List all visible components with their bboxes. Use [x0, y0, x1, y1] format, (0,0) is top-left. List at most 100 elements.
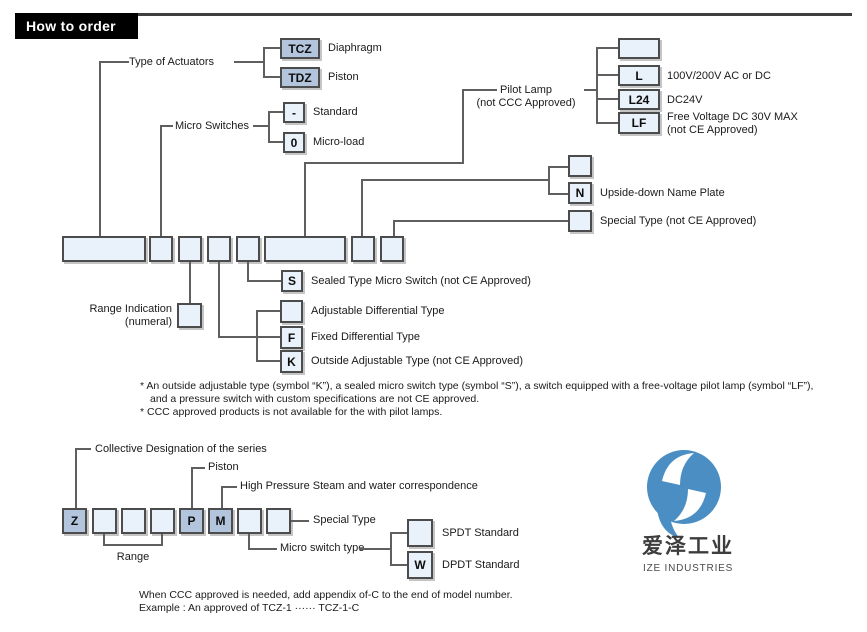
- connector-line: [191, 467, 193, 508]
- series-box-range-3: [150, 508, 175, 534]
- code-outside-k: K: [280, 350, 303, 373]
- code-tdz: TDZ: [280, 67, 320, 88]
- steam-label: High Pressure Steam and water correspond…: [240, 480, 478, 492]
- connector-line: [462, 89, 497, 91]
- code-sealed-s: S: [281, 270, 303, 292]
- connector-line: [75, 448, 91, 450]
- connector-line: [99, 61, 129, 63]
- connector-line: [247, 280, 281, 282]
- series-box-z: Z: [62, 508, 87, 534]
- connector-line: [256, 310, 280, 312]
- standard-desc: Standard: [313, 106, 358, 118]
- connector-line: [359, 548, 390, 550]
- connector-line: [304, 162, 306, 236]
- outside-desc: Outside Adjustable Type (not CE Approved…: [311, 355, 523, 367]
- spdt-desc: SPDT Standard: [442, 527, 519, 539]
- code-fixed-f: F: [280, 326, 303, 349]
- connector-line: [221, 486, 223, 508]
- connector-line: [584, 89, 596, 91]
- connector-line: [393, 220, 568, 222]
- connector-line: [218, 336, 280, 338]
- code-tcz: TCZ: [280, 38, 320, 59]
- code-box-special: [380, 236, 404, 262]
- connector-line: [103, 534, 105, 545]
- adjustable-desc: Adjustable Differential Type: [311, 305, 445, 317]
- connector-line: [221, 486, 237, 488]
- connector-line: [234, 61, 263, 63]
- connector-line: [548, 193, 568, 195]
- code-box-name-plate: [351, 236, 375, 262]
- connector-line: [548, 166, 568, 168]
- micro-load-desc: Micro-load: [313, 136, 365, 148]
- code-box-micro-switch: [149, 236, 173, 262]
- series-box-m: M: [208, 508, 233, 534]
- pilot-lamp-sub: (not CCC Approved): [476, 97, 576, 109]
- series-box-range-2: [121, 508, 146, 534]
- connector-line: [596, 47, 598, 124]
- logo-text-en: IZE INDUSTRIES: [643, 563, 734, 574]
- pilot-lf-desc: Free Voltage DC 30V MAX: [667, 111, 798, 123]
- connector-line: [596, 74, 618, 76]
- connector-line: [268, 111, 270, 143]
- connector-line: [304, 162, 464, 164]
- code-adjustable-blank: [280, 300, 303, 323]
- connector-line: [361, 179, 550, 181]
- code-pilot-l: L: [618, 65, 660, 86]
- range-indication-sub: (numeral): [124, 316, 172, 328]
- pilot-lamp-label: Pilot Lamp: [500, 84, 552, 96]
- footnote-1: * An outside adjustable type (symbol “K”…: [140, 380, 814, 392]
- series-box-micro-switch-type: [237, 508, 262, 534]
- collective-label: Collective Designation of the series: [95, 443, 267, 455]
- code-dpdt-w: W: [407, 551, 433, 579]
- connector-line: [263, 47, 265, 78]
- fixed-desc: Fixed Differential Type: [311, 331, 421, 343]
- connector-line: [253, 125, 268, 127]
- connector-line: [268, 111, 283, 113]
- connector-line: [361, 179, 363, 236]
- connector-line: [189, 262, 191, 303]
- footnote-2: * CCC approved products is not available…: [140, 406, 443, 418]
- connector-line: [268, 141, 283, 143]
- code-pilot-lf: LF: [618, 112, 660, 134]
- series-box-range-1: [92, 508, 117, 534]
- range-indication-label: Range Indication: [89, 303, 172, 315]
- micro-switch-type-label: Micro switch type: [280, 542, 365, 554]
- connector-line: [103, 544, 163, 546]
- pilot-lf-desc2: (not CE Approved): [667, 124, 758, 136]
- code-box-actuator: [62, 236, 146, 262]
- connector-line: [390, 532, 392, 566]
- connector-line: [256, 360, 280, 362]
- connector-line: [390, 564, 407, 566]
- connector-line: [263, 76, 280, 78]
- code-name-plate-blank: [568, 155, 592, 177]
- tcz-desc: Diaphragm: [328, 42, 382, 54]
- connector-line: [248, 548, 277, 550]
- ccc-note-1: When CCC approved is needed, add appendi…: [139, 589, 513, 601]
- connector-line: [160, 125, 162, 236]
- pilot-l24-desc: DC24V: [667, 94, 703, 106]
- code-special-blank: [568, 210, 592, 232]
- connector-line: [256, 310, 258, 362]
- code-name-plate-n: N: [568, 182, 592, 204]
- connector-line: [248, 534, 250, 550]
- ize-logo-icon: [647, 450, 721, 538]
- connector-line: [596, 47, 618, 49]
- series-box-p: P: [179, 508, 204, 534]
- code-box-range: [178, 236, 202, 262]
- name-plate-desc: Upside-down Name Plate: [600, 187, 725, 199]
- connector-line: [75, 448, 77, 508]
- connector-line: [161, 534, 163, 545]
- code-box-differential: [207, 236, 231, 262]
- code-pilot-blank: [618, 38, 660, 59]
- tdz-desc: Piston: [328, 71, 359, 83]
- logo-text-cn: 爱泽工业: [642, 535, 734, 558]
- footnote-1b: and a pressure switch with custom specif…: [150, 393, 480, 405]
- connector-line: [99, 61, 101, 236]
- connector-line: [390, 532, 407, 534]
- connector-line: [263, 47, 280, 49]
- connector-line: [462, 89, 464, 164]
- code-micro-load: 0: [283, 132, 305, 153]
- sealed-desc: Sealed Type Micro Switch (not CE Approve…: [311, 275, 531, 287]
- top-rule: [138, 13, 852, 16]
